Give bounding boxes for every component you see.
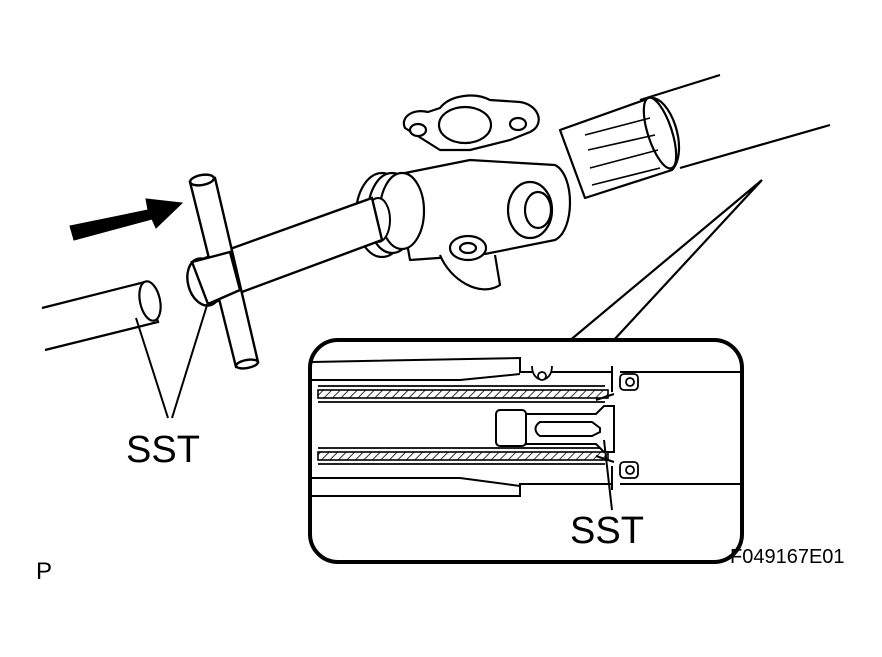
sst-leader-lines (135, 301, 209, 419)
figure-code: F049167E01 (730, 546, 845, 568)
sst-label-detail: SST (570, 510, 644, 552)
sst-label-main: SST (126, 429, 200, 471)
arrow-right-icon (69, 198, 184, 241)
corner-mark: P (36, 558, 52, 585)
rack-bar (41, 280, 162, 352)
t-handle-tool (186, 173, 260, 370)
detail-inset (308, 338, 744, 564)
rack-housing (354, 73, 831, 291)
callout-pointer (567, 179, 763, 343)
